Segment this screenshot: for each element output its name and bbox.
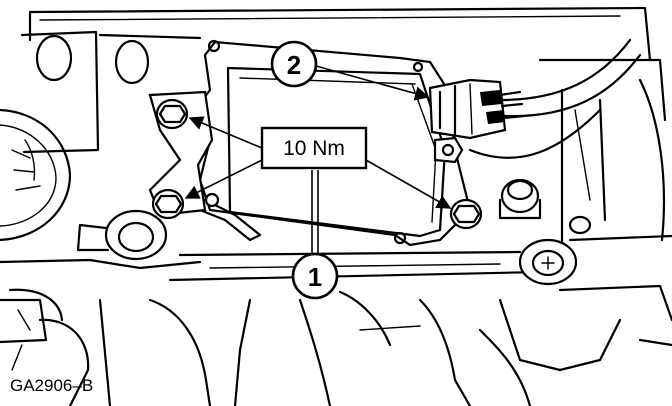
callout-1: 1 — [291, 252, 339, 300]
figure-code: GA2906–B — [10, 376, 93, 395]
callout-2: 2 — [270, 40, 318, 88]
torque-spec-text: 10 Nm — [283, 137, 345, 160]
callout-1-label: 1 — [308, 262, 322, 292]
callout-2-label: 2 — [287, 50, 301, 80]
engine-background-linework — [0, 6, 672, 406]
callout-leaders — [184, 65, 452, 256]
torque-spec-label: 10 Nm — [260, 126, 368, 170]
